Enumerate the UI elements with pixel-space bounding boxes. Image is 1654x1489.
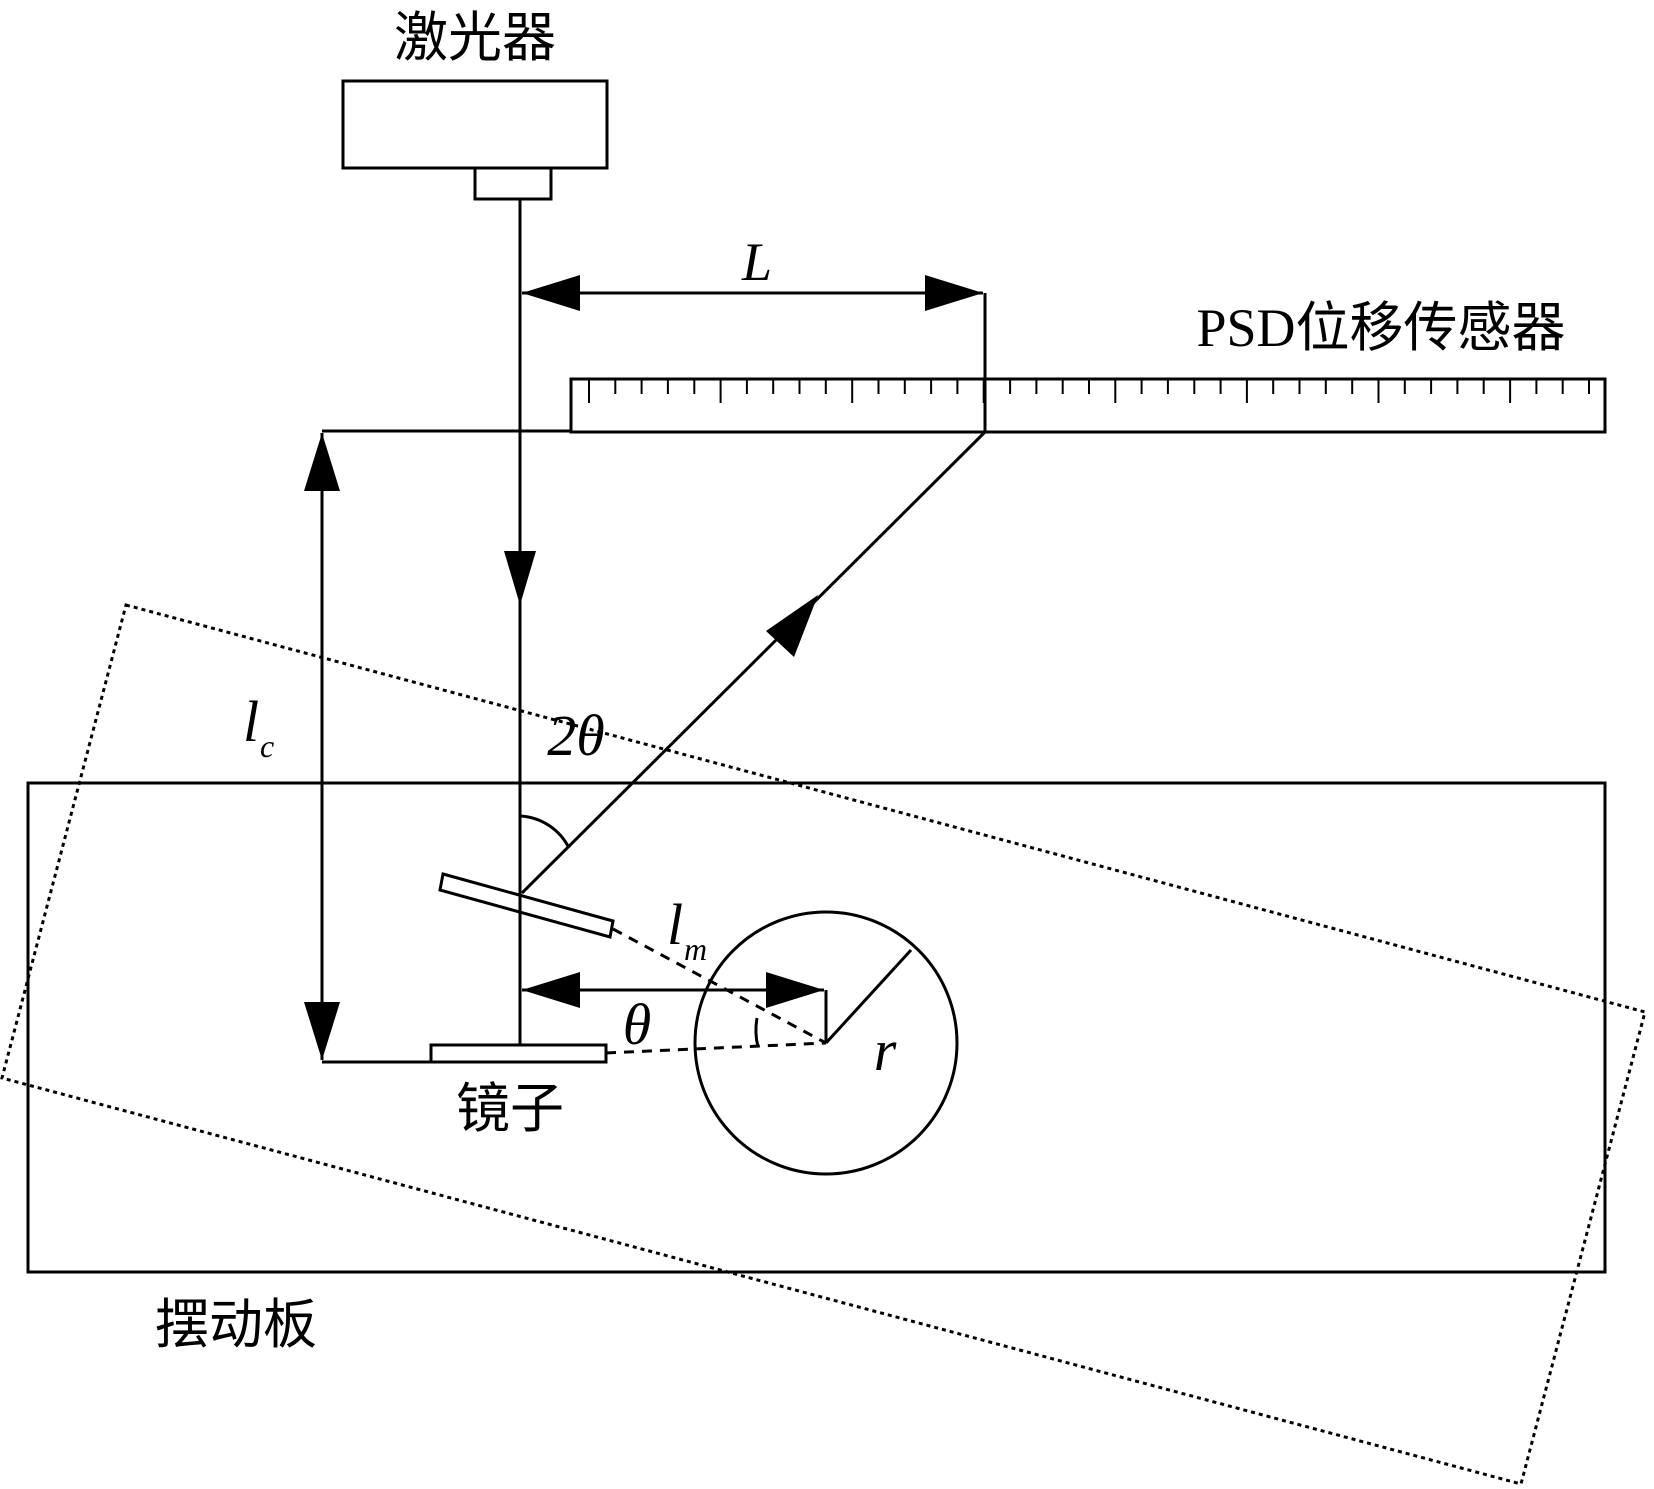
pivot-distance-dimension [522, 972, 828, 1043]
tilted-mirror [438, 872, 615, 939]
distance-lm-line [612, 927, 827, 1045]
psd-sensor-ticks [588, 379, 1590, 403]
psd-sensor-label: PSD位移传感器 [1196, 298, 1565, 358]
pivot-distance-arrowhead-left [522, 972, 580, 1008]
distance-lc-arrowhead-top [304, 433, 340, 491]
swing-plate [26, 781, 1607, 1274]
pivot-distance-arrowhead-right [766, 972, 824, 1008]
two-theta-label: 2θ [547, 703, 605, 768]
distance-lc-main: l [243, 689, 259, 754]
two-theta-angle-arc [519, 814, 571, 849]
distance-lc-dimension [304, 429, 571, 1064]
swing-plate-rotated-outline [0, 603, 1647, 1486]
distance-lm-sub: m [684, 931, 707, 967]
laser-label: 激光器 [394, 6, 556, 69]
laser-nozzle [473, 166, 553, 201]
theta-label: θ [623, 992, 652, 1057]
theta-angle-arc [754, 1017, 760, 1048]
reflected-beam [520, 430, 987, 895]
laser-device [341, 79, 609, 201]
distance-lc-arrowhead-bottom [304, 1002, 340, 1060]
pivot-circle [693, 910, 959, 1176]
swing-plate-label: 摆动板 [155, 1293, 317, 1356]
incident-beam-arrowhead [504, 551, 536, 605]
mirror-label: 镜子 [456, 1077, 564, 1140]
distance-L-arrowhead-left [522, 275, 580, 311]
distance-lc-sub: c [260, 728, 274, 764]
distance-lm-main: l [667, 892, 683, 957]
distance-L-arrowhead-right [925, 275, 983, 311]
radius-line [824, 948, 913, 1045]
reflected-beam-arrowhead [766, 595, 818, 657]
distance-L-label: L [741, 232, 772, 292]
mirror-pivot-dashed-line [605, 1041, 827, 1055]
mirror [429, 1043, 608, 1064]
laser-body [341, 79, 609, 170]
psd-sensor [569, 377, 1607, 434]
radius-label: r [874, 1018, 897, 1083]
distance-L-dimension [522, 275, 987, 432]
